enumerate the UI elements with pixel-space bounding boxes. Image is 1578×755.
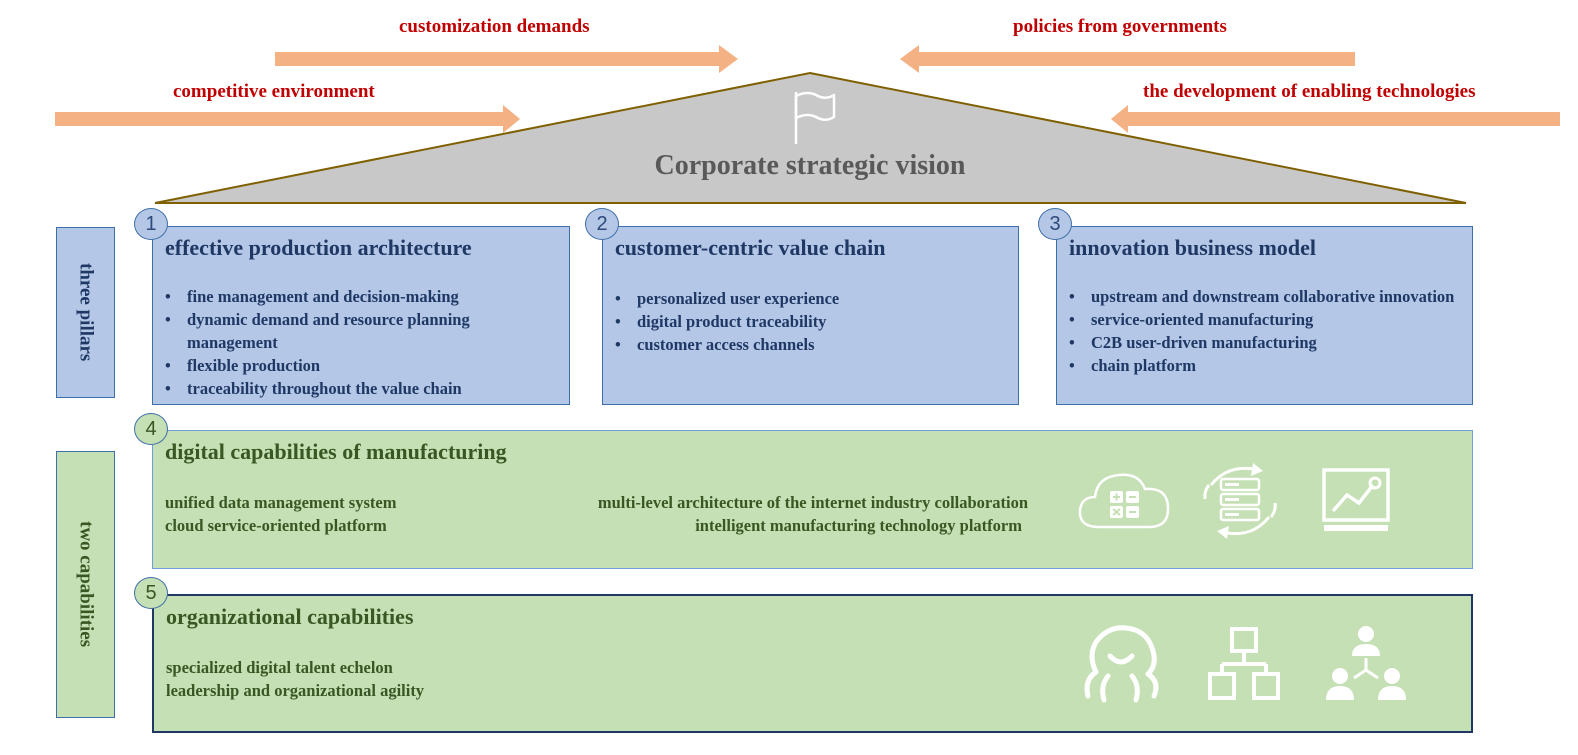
list-item: digital product traceability <box>615 310 1010 333</box>
force-policies-label: policies from governments <box>1013 16 1227 37</box>
roof-title: Corporate strategic vision <box>654 150 966 181</box>
pillar-2-list: personalized user experience digital pro… <box>615 287 1010 356</box>
monitor-chart-icon <box>1322 468 1390 531</box>
capability-4-item: cloud service-oriented platform <box>165 516 387 535</box>
pillar-3-list: upstream and downstream collaborative in… <box>1069 285 1464 377</box>
arrow-policies <box>900 45 1355 73</box>
force-competitive-label: competitive environment <box>173 81 375 102</box>
capability-4-item: unified data management system <box>165 493 397 512</box>
list-item: service-oriented manufacturing <box>1069 308 1464 331</box>
list-item: C2B user-driven manufacturing <box>1069 331 1464 354</box>
team-network-icon <box>1326 626 1406 700</box>
list-item: upstream and downstream collaborative in… <box>1069 285 1464 308</box>
pillar-1: effective production architecture fine m… <box>152 226 570 405</box>
arrow-customization <box>275 45 738 73</box>
capability-5-title: organizational capabilities <box>166 604 414 629</box>
list-item: personalized user experience <box>615 287 1010 310</box>
roof-triangle <box>154 71 1467 204</box>
side-label-pillars: three pillars <box>56 227 115 398</box>
org-chart-icon <box>1208 627 1280 700</box>
capability-5-item: leadership and organizational agility <box>166 681 425 700</box>
list-item: chain platform <box>1069 354 1464 377</box>
list-item: dynamic demand and resource planning man… <box>165 308 561 354</box>
list-item: customer access channels <box>615 333 1010 356</box>
capability-5-item: specialized digital talent echelon <box>166 658 393 677</box>
capability-4-item: intelligent manufacturing technology pla… <box>695 516 1022 535</box>
pillar-2-title: customer-centric value chain <box>615 235 886 260</box>
side-label-pillars-text: three pillars <box>75 263 97 362</box>
force-customization-label: customization demands <box>399 16 590 37</box>
list-item: flexible production <box>165 354 561 377</box>
side-label-capabilities-text: two capabilities <box>75 521 97 648</box>
pillar-1-number: 1 <box>134 208 168 240</box>
force-technologies-label: the development of enabling technologies <box>1143 81 1476 102</box>
capability-4: digital capabilities of manufacturing un… <box>152 430 1473 569</box>
octopus-icon <box>1084 625 1159 703</box>
pillar-2: customer-centric value chain personalize… <box>602 226 1019 405</box>
pillar-3: innovation business model upstream and d… <box>1056 226 1473 405</box>
arrow-competitive <box>55 105 520 133</box>
flag-icon <box>794 91 836 144</box>
capability-5: organizational capabilities specialized … <box>152 594 1473 733</box>
arrow-technologies <box>1111 105 1560 133</box>
capability-5-number: 5 <box>134 577 168 609</box>
capability-4-title: digital capabilities of manufacturing <box>165 439 507 464</box>
capability-4-item: multi-level architecture of the internet… <box>597 493 1028 512</box>
pillar-2-number: 2 <box>585 208 619 240</box>
pillar-1-list: fine management and decision-making dyna… <box>165 285 561 400</box>
cloud-calculator-icon <box>1078 473 1170 529</box>
list-item: traceability throughout the value chain <box>165 377 561 400</box>
server-sync-icon <box>1203 463 1277 539</box>
side-label-capabilities: two capabilities <box>56 451 115 718</box>
list-item: fine management and decision-making <box>165 285 561 308</box>
pillar-3-title: innovation business model <box>1069 235 1316 260</box>
pillar-3-number: 3 <box>1038 208 1072 240</box>
pillar-1-title: effective production architecture <box>165 235 472 260</box>
capability-4-number: 4 <box>134 413 168 445</box>
